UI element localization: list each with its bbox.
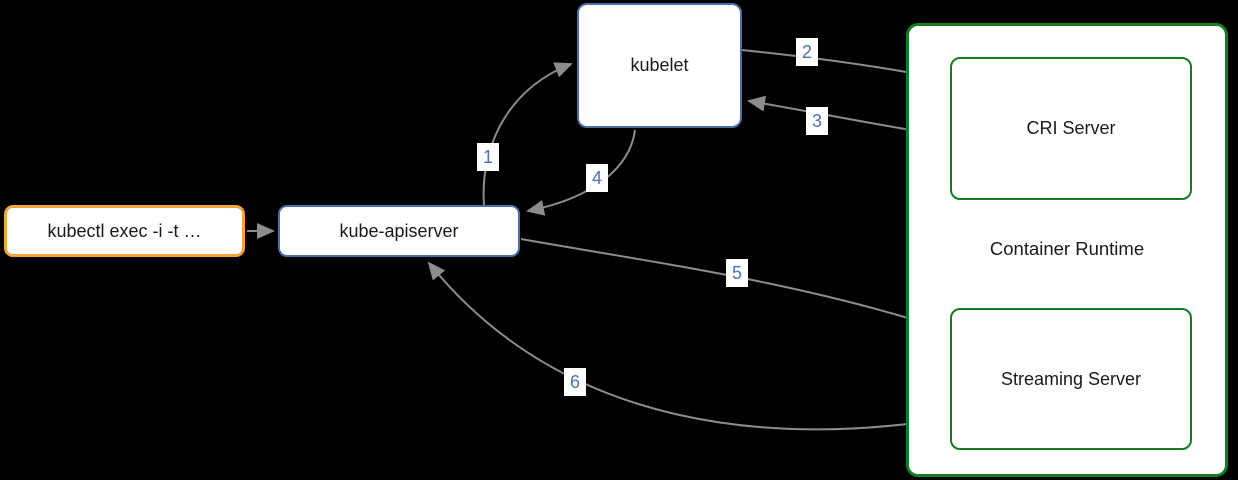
node-streaming-server: Streaming Server bbox=[950, 308, 1192, 450]
step-label-4: 4 bbox=[586, 164, 608, 192]
node-kube-apiserver: kube-apiserver bbox=[278, 205, 520, 257]
node-kubelet-label: kubelet bbox=[630, 55, 689, 75]
node-kube-apiserver-label: kube-apiserver bbox=[339, 220, 459, 241]
edge-step4-kubelet-to-apiserver bbox=[526, 129, 636, 216]
step-label-3: 3 bbox=[806, 107, 828, 135]
node-kubectl-exec: kubectl exec -i -t … bbox=[4, 205, 245, 257]
step-label-6: 6 bbox=[564, 368, 586, 396]
node-cri-server-label: CRI Server bbox=[1026, 118, 1116, 138]
node-kubectl-exec-label: kubectl exec -i -t … bbox=[47, 220, 202, 241]
node-cri-server: CRI Server bbox=[950, 57, 1192, 200]
step-label-1: 1 bbox=[477, 143, 499, 171]
step-label-5: 5 bbox=[726, 259, 748, 287]
container-runtime-label: Container Runtime bbox=[989, 238, 1145, 259]
edge-step6-streaming-to-apiserver bbox=[427, 261, 951, 431]
node-kubelet: kubelet bbox=[577, 3, 742, 128]
step-label-2: 2 bbox=[796, 38, 818, 66]
edge-step1-apiserver-to-kubelet bbox=[482, 62, 573, 206]
node-streaming-server-label: Streaming Server bbox=[1000, 368, 1142, 389]
